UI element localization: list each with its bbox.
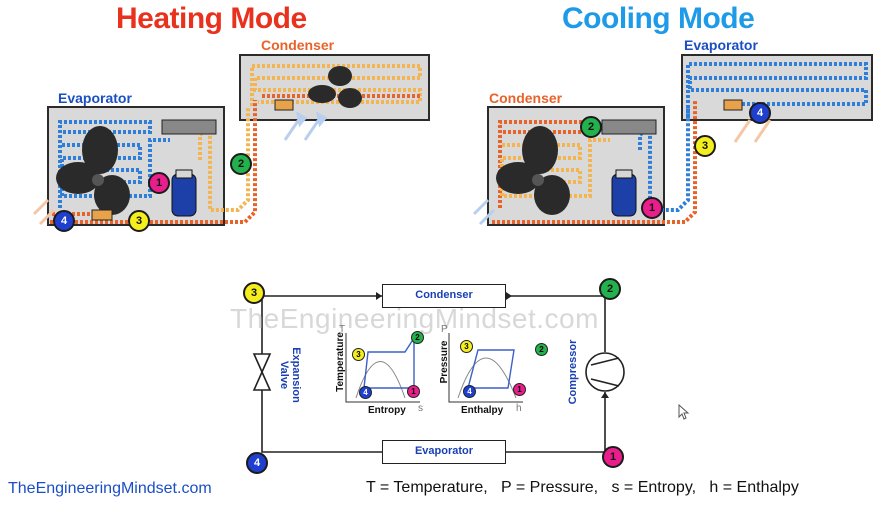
cooling-node-1: 1	[641, 197, 663, 219]
ph-point-4: 4	[463, 385, 476, 398]
mouse-cursor-icon	[678, 404, 690, 420]
heating-evaporator-label: Evaporator	[58, 90, 132, 106]
ph-ylabel: Pressure	[439, 340, 450, 384]
ts-y-letter: T	[339, 324, 346, 335]
heating-airflow-arrows	[283, 111, 328, 141]
heating-expansion-device-indoor	[91, 209, 113, 221]
footer-site-link[interactable]: TheEngineeringMindset.com	[8, 480, 212, 497]
ts-ylabel: Temperature	[335, 332, 346, 392]
cycle-node-1: 1	[602, 446, 624, 468]
cycle-node-2: 2	[599, 278, 621, 300]
heating-node-2: 2	[230, 153, 252, 175]
heating-outdoor-fan-icon	[308, 66, 362, 108]
ts-point-1: 1	[407, 385, 420, 398]
ts-chart-axes	[345, 333, 420, 403]
heating-node-1: 1	[148, 172, 170, 194]
cooling-node-3: 3	[694, 135, 716, 157]
heating-condenser-coil	[250, 64, 422, 106]
ph-point-2: 2	[535, 343, 548, 356]
ts-chart-curve	[355, 335, 415, 399]
ph-point-3: 3	[460, 340, 473, 353]
cooling-condenser-fan-icon	[496, 126, 570, 215]
cooling-refrigerant-lines	[492, 100, 697, 224]
watermark: TheEngineeringMindset.com	[230, 303, 599, 334]
cycle-evaporator-box: Evaporator	[382, 440, 506, 464]
cycle-condenser-box: Condenser	[382, 284, 506, 308]
expansion-valve-label: Expansion Valve	[278, 347, 302, 403]
ts-point-2: 2	[411, 331, 424, 344]
ts-point-4: 4	[359, 386, 372, 399]
ts-xlabel: Entropy	[368, 405, 406, 416]
heating-node-4: 4	[53, 210, 75, 232]
ph-chart-axes	[448, 333, 523, 403]
ph-chart-curve	[457, 349, 517, 399]
expansion-valve-icon	[252, 353, 272, 391]
compressor-label: Compressor	[567, 339, 579, 405]
ts-x-letter: s	[418, 403, 423, 414]
heating-warm-air-arrows	[32, 198, 56, 226]
heating-node-3: 3	[128, 210, 150, 232]
cooling-expansion-device	[723, 99, 743, 111]
ts-point-3: 3	[352, 348, 365, 361]
cooling-condenser-label: Condenser	[489, 90, 563, 106]
heating-valve-block	[161, 119, 217, 135]
heating-condenser-label: Condenser	[261, 37, 335, 53]
heating-expansion-device	[274, 99, 294, 111]
ph-xlabel: Enthalpy	[461, 405, 504, 416]
ph-x-letter: h	[516, 403, 522, 414]
cycle-node-4: 4	[246, 452, 268, 474]
cooling-valve-block	[601, 119, 657, 135]
heating-compressor-icon	[171, 169, 197, 217]
heating-mode-title: Heating Mode	[116, 2, 307, 35]
cooling-node-2: 2	[580, 116, 602, 138]
compressor-icon	[585, 352, 625, 392]
cooling-node-4: 4	[749, 102, 771, 124]
cooling-air-arrows-left	[472, 198, 496, 226]
heating-refrigerant-lines	[50, 100, 257, 224]
heating-indoor-fan-icon	[56, 126, 130, 215]
cooling-evaporator-coil	[686, 62, 868, 118]
ph-point-1: 1	[513, 383, 526, 396]
cooling-mode-title: Cooling Mode	[562, 2, 755, 35]
ph-y-letter: P	[441, 324, 448, 335]
cooling-airflow-arrows	[733, 119, 772, 143]
cooling-compressor-icon	[611, 169, 637, 217]
footer-legend: T = Temperature, P = Pressure, s = Entro…	[366, 479, 799, 496]
cooling-evaporator-label: Evaporator	[684, 37, 758, 53]
cycle-node-3: 3	[243, 282, 265, 304]
